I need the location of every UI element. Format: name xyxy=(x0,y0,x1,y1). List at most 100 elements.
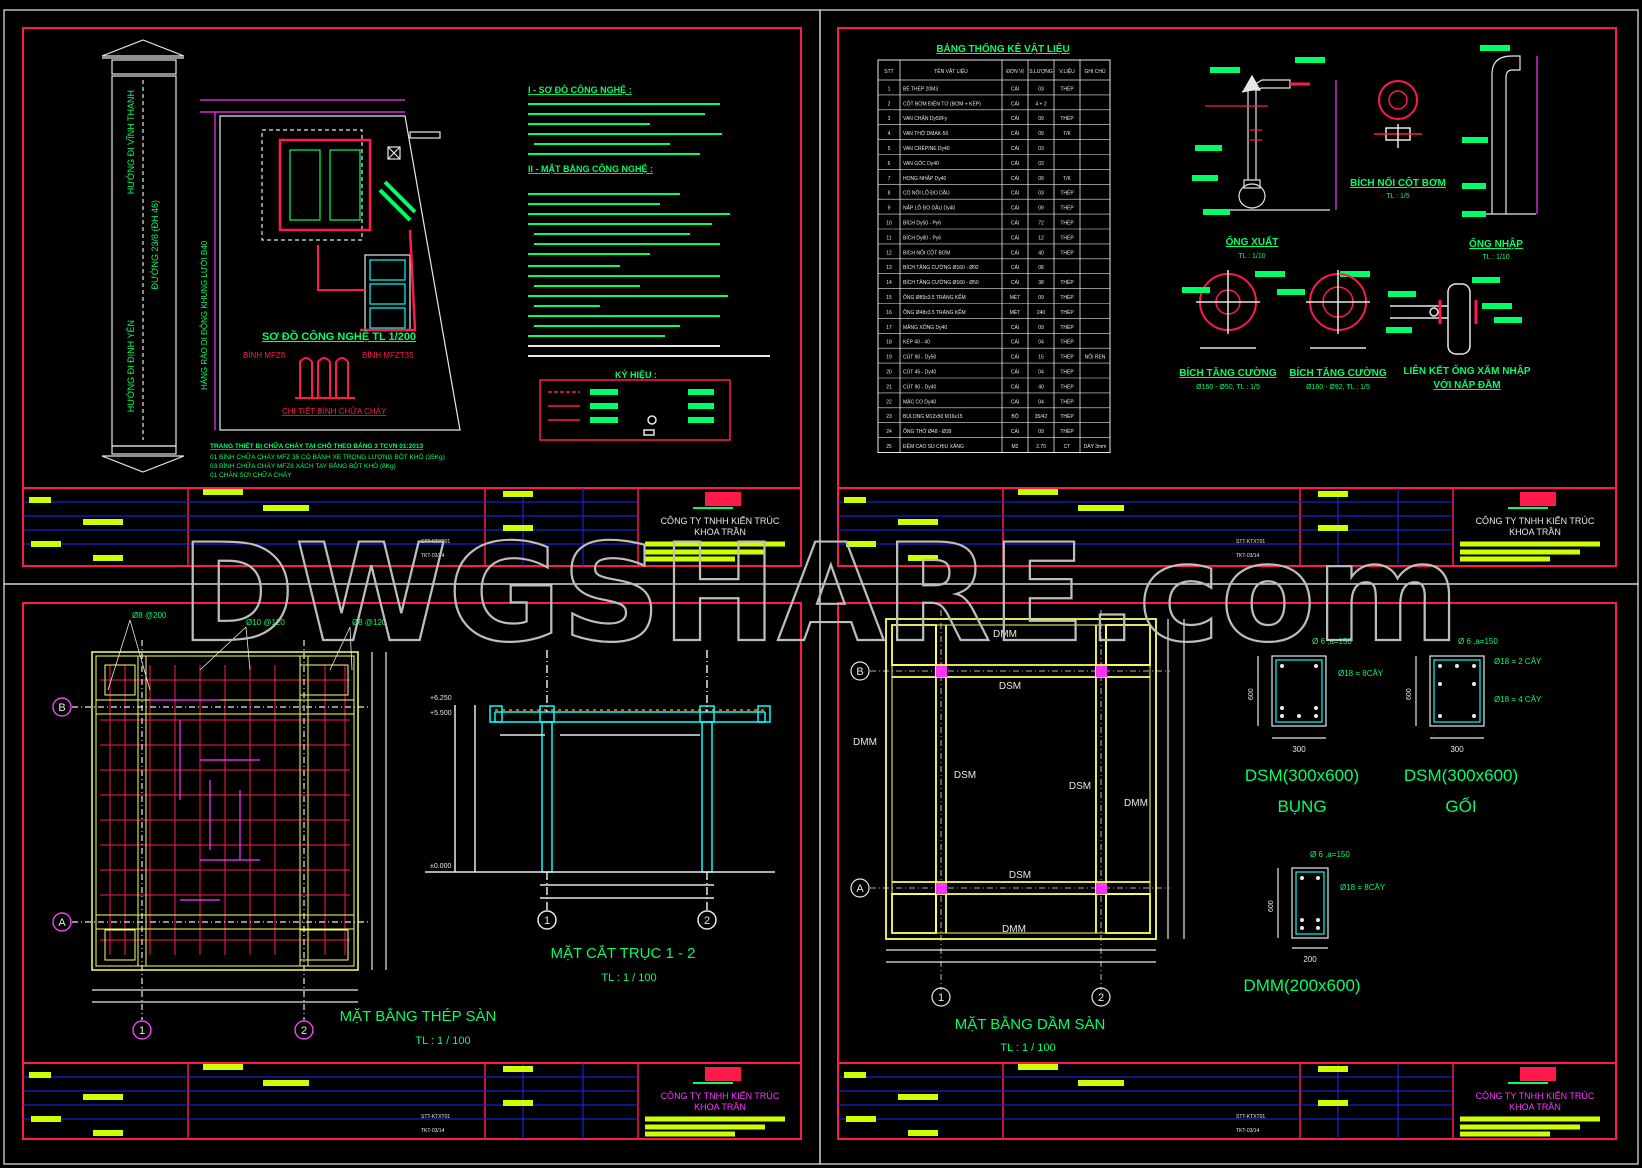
table-cell: HỌNG NHẬP Dy40 xyxy=(903,175,946,182)
table-cell: BÍCH Dy80 - Py6 xyxy=(903,234,941,241)
beam-label-dmm-left: DMM xyxy=(853,737,877,748)
table-cell: 8 xyxy=(888,191,891,197)
table-cell: 21 xyxy=(886,384,892,390)
beam-label-dsm-bottom: DSM xyxy=(1009,870,1031,881)
bich-noi-scale: TL : 1/5 xyxy=(1386,193,1410,200)
beam-axis-lines xyxy=(870,610,1170,990)
table-cell: CÁI xyxy=(1011,383,1019,390)
table-cell: THÉP xyxy=(1060,398,1074,405)
title-block-code: TKT-03/14 xyxy=(421,1128,445,1134)
table-cell: ỐNG Ø48x3.5 TRÁNG KẼM xyxy=(903,309,966,316)
table-cell: 12 xyxy=(886,250,892,256)
table-cell: 04 xyxy=(1038,399,1044,405)
table-cell: 35/42 xyxy=(1035,414,1048,420)
beam-section-2 xyxy=(1415,655,1485,739)
stirrup-label-3: Ø 6 ,a=150 xyxy=(1310,850,1350,859)
table-cell: CÁI xyxy=(1011,279,1019,286)
table-cell: ỐNG THỞ Ø48 - Ø39 xyxy=(903,428,952,435)
company-name-line1: CÔNG TY TNHH KIẾN TRÚC xyxy=(661,1091,780,1101)
table-cell: M2 xyxy=(1012,444,1019,450)
beam1-subtitle: BỤNG xyxy=(1277,797,1326,816)
table-cell: 25 xyxy=(886,444,892,450)
beam-plan-scale: TL : 1 / 100 xyxy=(1000,1042,1055,1054)
slab-axis-a: A xyxy=(58,917,66,929)
btc2-title: BÍCH TĂNG CƯỜNG xyxy=(1289,366,1387,379)
level-top: +6.250 xyxy=(430,695,452,702)
table-cell: BỘ xyxy=(1011,413,1018,420)
table-cell: CÁI xyxy=(1011,100,1019,107)
road-mid-label: ĐƯỜNG 23/8 (ĐH 46) xyxy=(150,200,160,289)
table-header-cell: STT xyxy=(884,69,893,75)
beam-section-3-bars xyxy=(1300,876,1320,930)
dim-width-3: 200 xyxy=(1303,955,1317,964)
beam2-title: DSM(300x600) xyxy=(1404,766,1518,785)
table-cell: CÁI xyxy=(1011,145,1019,152)
table-cell: MĂNG XÔNG Dy40 xyxy=(903,324,947,331)
table-cell: THÉP xyxy=(1060,369,1074,376)
company-name-line1: CÔNG TY TNHH KIẾN TRÚC xyxy=(661,516,780,526)
table-cell: CÚT 90 - Dy40 xyxy=(903,383,936,390)
beam-label-dmm-right: DMM xyxy=(1124,798,1148,809)
table-cell: THÉP xyxy=(1060,309,1074,316)
slab-plan-title: MẶT BẰNG THÉP SÀN xyxy=(340,1007,497,1025)
table-header-cell: ĐƠN VỊ xyxy=(1006,69,1024,75)
table-cell: 09 xyxy=(1038,429,1044,435)
beam-axis-1: 1 xyxy=(938,992,944,1004)
company-name-line2: KHOA TRẦN xyxy=(694,1102,746,1112)
bar-label-2a: Ø18 = 2 CÂY xyxy=(1494,657,1542,666)
bich-noi-title: BÍCH NỐI CỘT BƠM xyxy=(1350,175,1446,189)
slab-plan-scale: TL : 1 / 100 xyxy=(415,1035,470,1047)
title-block-code: TKT-03/14 xyxy=(1236,1128,1260,1134)
company-name-line2: KHOA TRẦN xyxy=(1509,1102,1561,1112)
table-cell: CÁI xyxy=(1011,160,1019,167)
table-cell: 5 xyxy=(888,146,891,152)
ong-xuat-detail xyxy=(1205,74,1337,211)
table-cell: 14 xyxy=(886,280,892,286)
table-cell: 12 xyxy=(1038,235,1044,241)
section-ii-title: II - MẶT BẰNG CÔNG NGHỆ : xyxy=(528,163,653,174)
beam1-title: DSM(300x600) xyxy=(1245,766,1359,785)
title-block-code: STT-KTXT01 xyxy=(421,1114,450,1120)
company-name-line2: KHOA TRẦN xyxy=(1509,527,1561,537)
ext1-label: BÌNH MFZ8 xyxy=(243,351,286,360)
section-i-note-lines xyxy=(528,103,722,155)
table-cell: VAN GÓC Dy40 xyxy=(903,160,939,167)
table-cell: THÉP xyxy=(1060,428,1074,435)
section-title: MẶT CẮT TRỤC 1 - 2 xyxy=(550,944,695,962)
ong-xuat-tags xyxy=(1192,57,1325,215)
table-cell: BULONG M12x50 M16x15 xyxy=(903,414,963,420)
fence-label: HÀNG RÀO DI ĐỘNG KHUNG LƯỚI B40 xyxy=(200,240,209,390)
table-header-cell: GHI CHÚ xyxy=(1084,68,1106,75)
table-cell: CỘT BƠM ĐIỆN TỬ (BƠM + KÉP) xyxy=(903,99,981,107)
table-cell: THÉP xyxy=(1060,205,1074,212)
legend-title: KÝ HIỆU : xyxy=(615,369,657,380)
table-cell: 08 xyxy=(1038,265,1044,271)
table-cell: 09 xyxy=(1038,325,1044,331)
table-cell: 09 xyxy=(1038,131,1044,137)
table-cell: CÁI xyxy=(1011,339,1019,346)
btc2-detail xyxy=(1306,270,1370,349)
table-cell: CÁI xyxy=(1011,220,1019,227)
table-cell: CT xyxy=(1064,444,1071,450)
fire-note-3: 01 CHĂN SỢI CHỮA CHÁY xyxy=(210,470,292,479)
title-block-code: TKT-03/14 xyxy=(1236,553,1260,559)
btc1-scale: Ø160 - Ø50, TL : 1/5 xyxy=(1196,384,1260,391)
table-cell: 2 xyxy=(888,101,891,107)
table-cell: 03 xyxy=(1038,191,1044,197)
table-cell: 4 xyxy=(888,131,891,137)
table-cell: BÍCH TĂNG CƯỜNG Ø160 - Ø50 xyxy=(903,279,979,286)
beam-label-dmm-top: DMM xyxy=(993,629,1017,640)
column-nodes xyxy=(936,666,1107,894)
table-cell: 09 xyxy=(1038,295,1044,301)
table-cell: BÍCH NỐI CỘT BƠM xyxy=(903,249,950,256)
beam-axis-2: 2 xyxy=(1098,992,1104,1004)
company-name-line1: CÔNG TY TNHH KIẾN TRÚC xyxy=(1476,1091,1595,1101)
rebar-leaders xyxy=(107,619,353,691)
stirrup-label-1: Ø 6 ,a=150 xyxy=(1312,637,1352,646)
table-cell: DÀY 3mm xyxy=(1084,443,1107,450)
fire-notes-title: TRANG THIẾT BỊ CHỮA CHÁY TẠI CHỖ THEO BẢ… xyxy=(210,440,423,450)
table-cell: 03 xyxy=(1038,161,1044,167)
